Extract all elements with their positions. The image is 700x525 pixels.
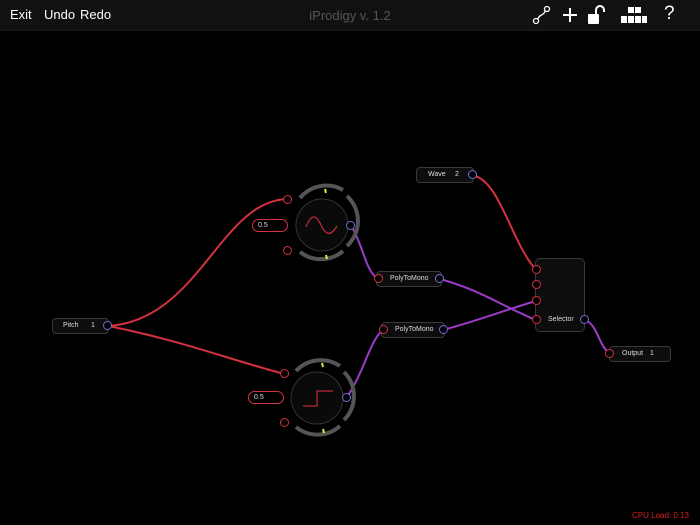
app-title: iProdigy v. 1.2	[309, 8, 391, 23]
poly-to-mono-2-input-port[interactable]	[379, 325, 388, 334]
modules-icon[interactable]	[620, 4, 648, 26]
output-node[interactable]: Output 1	[609, 346, 671, 362]
selector-input-port-1[interactable]	[532, 265, 541, 274]
selector-input-port-2[interactable]	[532, 280, 541, 289]
pitch-value: 1	[91, 322, 95, 329]
unlock-icon[interactable]	[586, 4, 608, 26]
osc-square-value-input[interactable]: 0.5	[248, 391, 284, 404]
poly-to-mono-label-2: PolyToMono	[395, 326, 434, 333]
osc-square-pitch-port[interactable]	[280, 369, 289, 378]
osc-sine-extra-port[interactable]	[283, 246, 292, 255]
poly-to-mono-label-1: PolyToMono	[390, 275, 429, 282]
output-input-port[interactable]	[605, 349, 614, 358]
selector-node[interactable]: Selector	[535, 258, 585, 332]
osc-sine-pitch-port[interactable]	[283, 195, 292, 204]
oscillator-sine[interactable]	[295, 183, 360, 262]
wave-label: Wave	[428, 171, 446, 178]
wave-node[interactable]: Wave 2	[416, 167, 474, 183]
redo-button[interactable]: Redo	[80, 7, 112, 22]
selector-input-port-4[interactable]	[532, 315, 541, 324]
poly-to-mono-2-output-port[interactable]	[439, 325, 448, 334]
wave-value: 2	[455, 171, 459, 178]
output-value: 1	[650, 350, 654, 357]
cable-poly2-to-selector	[442, 300, 537, 331]
osc-square-extra-port[interactable]	[280, 418, 289, 427]
cable-poly1-to-selector	[439, 278, 537, 321]
poly-to-mono-1-input-port[interactable]	[374, 274, 383, 283]
pitch-node[interactable]: Pitch 1	[52, 318, 109, 334]
poly-to-mono-node-2[interactable]: PolyToMono	[381, 322, 445, 338]
selector-input-port-3[interactable]	[532, 296, 541, 305]
wave-output-port[interactable]	[468, 170, 477, 179]
output-label: Output	[622, 350, 644, 357]
selector-output-port[interactable]	[580, 315, 589, 324]
selector-label: Selector	[548, 316, 574, 323]
osc-square-value: 0.5	[254, 394, 264, 401]
plus-icon[interactable]	[560, 4, 580, 26]
undo-button[interactable]: Undo	[44, 7, 76, 22]
osc-sine-value-input[interactable]: 0.5	[252, 219, 288, 232]
cable-pitch-to-osc1	[107, 198, 289, 327]
toolbar: Exit Undo Redo iProdigy v. 1.2 ?	[0, 0, 700, 31]
cable-pitch-to-osc2	[107, 325, 286, 375]
exit-button[interactable]: Exit	[10, 7, 32, 22]
osc-sine-value: 0.5	[258, 222, 268, 229]
pitch-output-port[interactable]	[103, 321, 112, 330]
cpu-load-status: CPU Load: 0.13	[632, 511, 689, 520]
patch-cable-icon[interactable]	[532, 4, 552, 26]
osc-sine-output-port[interactable]	[346, 221, 355, 230]
pitch-label: Pitch	[63, 322, 79, 329]
help-button[interactable]: ?	[664, 3, 675, 24]
poly-to-mono-1-output-port[interactable]	[435, 274, 444, 283]
cable-wave-to-selector	[471, 174, 537, 271]
osc-square-output-port[interactable]	[342, 393, 351, 402]
poly-to-mono-node-1[interactable]: PolyToMono	[376, 271, 442, 287]
